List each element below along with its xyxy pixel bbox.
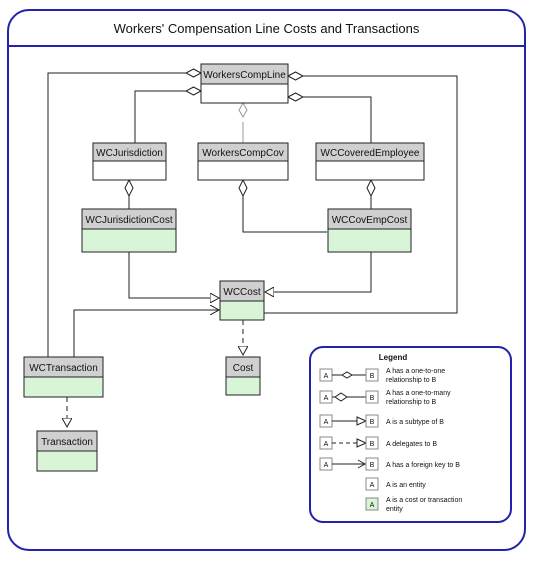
- legend-row-foreign-key: A B A has a foreign key to B: [319, 457, 460, 471]
- legend-sample-a: A: [324, 373, 329, 380]
- legend-sample-a: A: [324, 441, 329, 448]
- legend-text-2a: A has a one-to-many: [386, 390, 451, 397]
- entity-transaction[interactable]: Transaction: [36, 430, 98, 472]
- legend-row-one-to-many: A B A has a one-to-many relationship to …: [319, 390, 451, 406]
- legend-box: [309, 346, 512, 523]
- entity-label: WCJurisdiction: [96, 148, 163, 159]
- legend-text-1b: relationship to B: [386, 377, 437, 384]
- conn-line-covemp: [303, 96, 372, 143]
- legend-sample-b: B: [370, 462, 375, 469]
- entity-label: WCCovEmpCost: [332, 215, 408, 226]
- entity-wctransaction[interactable]: WCTransaction: [23, 356, 104, 398]
- legend-sample-a: A: [324, 395, 329, 402]
- entity-wccoveredemployee[interactable]: WCCoveredEmployee: [315, 142, 425, 181]
- legend-text-5: A has a foreign key to B: [386, 462, 460, 469]
- diagram-title: Workers' Compensation Line Costs and Tra…: [9, 11, 524, 47]
- legend-sample-b: B: [370, 395, 375, 402]
- entity-workerscompcov[interactable]: WorkersCompCov: [197, 142, 289, 181]
- legend-sample-a: A: [324, 462, 329, 469]
- legend-sample-b: B: [370, 373, 375, 380]
- conn-trans-wccost: [73, 310, 219, 357]
- legend-text-6: A is an entity: [386, 482, 426, 489]
- legend-sample-b: B: [370, 419, 375, 426]
- entity-wcjurisdictioncost[interactable]: WCJurisdictionCost: [81, 208, 177, 253]
- legend-text-7a: A is a cost or transaction: [386, 497, 462, 504]
- conn-line-wccost: [264, 75, 458, 314]
- legend-sample-a: A: [370, 502, 375, 509]
- entity-label: WorkersCompCov: [202, 148, 284, 159]
- entity-label: WCCoveredEmployee: [321, 148, 420, 159]
- entity-label: WorkersCompLine: [203, 70, 286, 81]
- diagram-frame: Workers' Compensation Line Costs and Tra…: [7, 9, 526, 551]
- entity-label: WCCost: [223, 287, 260, 298]
- entity-label: Transaction: [41, 437, 93, 448]
- legend-text-4: A delegates to B: [386, 441, 437, 448]
- conn-line-transaction: [47, 72, 186, 357]
- legend-sample-a: A: [324, 419, 329, 426]
- conn-cecost-wccost: [265, 252, 372, 292]
- legend-sample-a: A: [370, 482, 375, 489]
- entity-wccost[interactable]: WCCost: [219, 280, 265, 321]
- legend-row-one-to-one: A B A has a one-to-one relationship to B: [319, 368, 445, 384]
- legend: Legend A B A has a one-to-one relationsh…: [319, 353, 462, 513]
- legend-text-3: A is a subtype of B: [386, 419, 444, 426]
- entity-wcjurisdiction[interactable]: WCJurisdiction: [92, 142, 167, 181]
- entity-label: Cost: [233, 363, 254, 374]
- entity-workerscompline[interactable]: WorkersCompLine: [200, 63, 289, 104]
- entity-label: WCJurisdictionCost: [85, 215, 172, 226]
- legend-row-subtype: A B A is a subtype of B: [319, 414, 444, 428]
- entity-wccovempcost[interactable]: WCCovEmpCost: [327, 208, 412, 253]
- legend-row-cost-entity: A A is a cost or transaction entity: [365, 497, 462, 513]
- conn-cov-cecost: [242, 196, 327, 233]
- conn-jcost-wccost: [128, 252, 219, 298]
- legend-text-2b: relationship to B: [386, 399, 437, 406]
- legend-title: Legend: [379, 353, 408, 362]
- legend-text-1a: A has a one-to-one: [386, 368, 445, 375]
- conn-line-jurisdiction: [134, 90, 186, 143]
- entity-cost[interactable]: Cost: [225, 356, 261, 396]
- legend-row-delegates: A B A delegates to B: [319, 436, 437, 450]
- legend-row-entity: A A is an entity: [365, 477, 426, 491]
- entity-label: WCTransaction: [29, 363, 98, 374]
- legend-text-7b: entity: [386, 506, 403, 513]
- legend-sample-b: B: [370, 441, 375, 448]
